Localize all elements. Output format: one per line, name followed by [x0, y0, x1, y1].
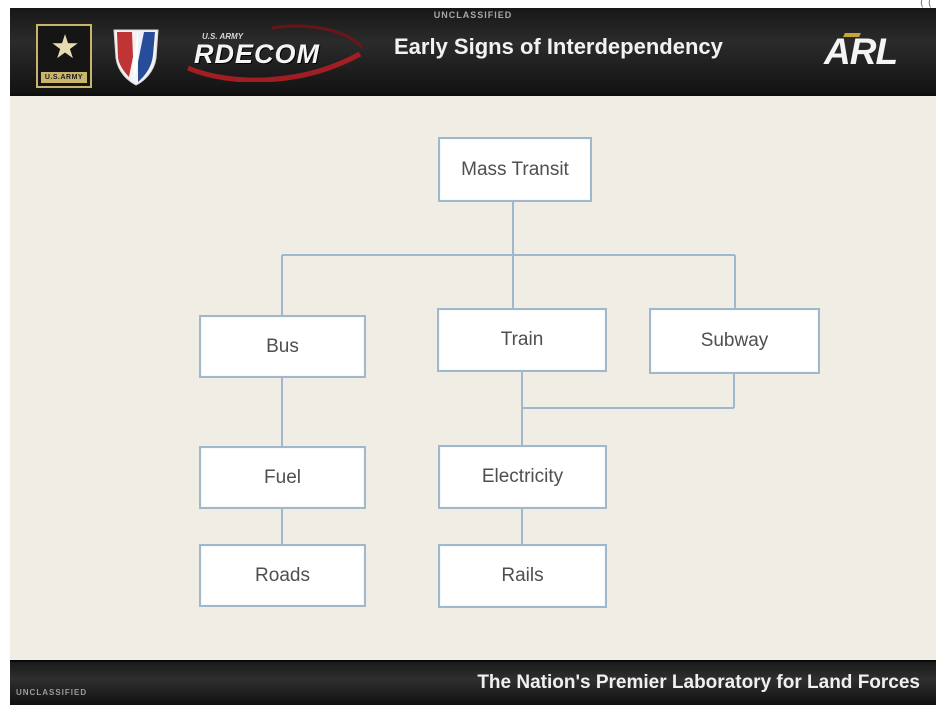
army-logo-label: U.S.ARMY — [41, 72, 87, 83]
dependency-diagram — [281, 202, 736, 544]
slide-footer: UNCLASSIFIED The Nation's Premier Labora… — [10, 660, 936, 705]
army-star-icon: ★ — [50, 27, 80, 66]
node-roads-label: Roads — [255, 564, 310, 586]
node-electricity: Electricity — [438, 445, 607, 509]
rdecom-small-text: U.S. ARMY — [202, 32, 244, 41]
arl-logo: ARL — [824, 29, 920, 75]
footer-classification: UNCLASSIFIED — [16, 688, 88, 697]
node-bus-label: Bus — [266, 335, 299, 357]
node-fuel-label: Fuel — [264, 466, 301, 488]
node-rails-label: Rails — [501, 565, 544, 586]
node-rails: Rails — [438, 544, 607, 608]
node-train-label: Train — [500, 329, 544, 350]
page-marker: ( ( — [919, 0, 932, 9]
node-bus: Bus — [199, 315, 366, 378]
rdecom-name: RDECOM — [194, 39, 320, 69]
node-fuel: Fuel — [199, 446, 366, 509]
rdecom-logo: U.S. ARMY RDECOM — [178, 20, 368, 82]
node-roads: Roads — [199, 544, 366, 607]
arl-logo-text: ARL — [824, 31, 898, 72]
node-train: Train — [437, 308, 607, 372]
header-classification: UNCLASSIFIED — [433, 10, 513, 20]
node-subway: Subway — [649, 308, 820, 374]
node-subway-label: Subway — [700, 330, 769, 351]
slide-header: UNCLASSIFIED ★ U.S.ARMY U.S. ARMY RDECOM… — [10, 8, 936, 96]
us-army-logo: ★ U.S.ARMY — [36, 24, 92, 88]
node-mass-transit: Mass Transit — [438, 137, 592, 202]
rdecom-shield-icon — [113, 29, 159, 86]
slide: UNCLASSIFIED ★ U.S.ARMY U.S. ARMY RDECOM… — [10, 8, 936, 705]
node-electricity-label: Electricity — [481, 466, 564, 487]
node-mass-transit-label: Mass Transit — [461, 158, 569, 180]
slide-title: Early Signs of Interdependency — [394, 34, 723, 59]
footer-tagline: The Nation's Premier Laboratory for Land… — [477, 672, 920, 693]
rdecom-swoosh-icon — [187, 24, 364, 82]
